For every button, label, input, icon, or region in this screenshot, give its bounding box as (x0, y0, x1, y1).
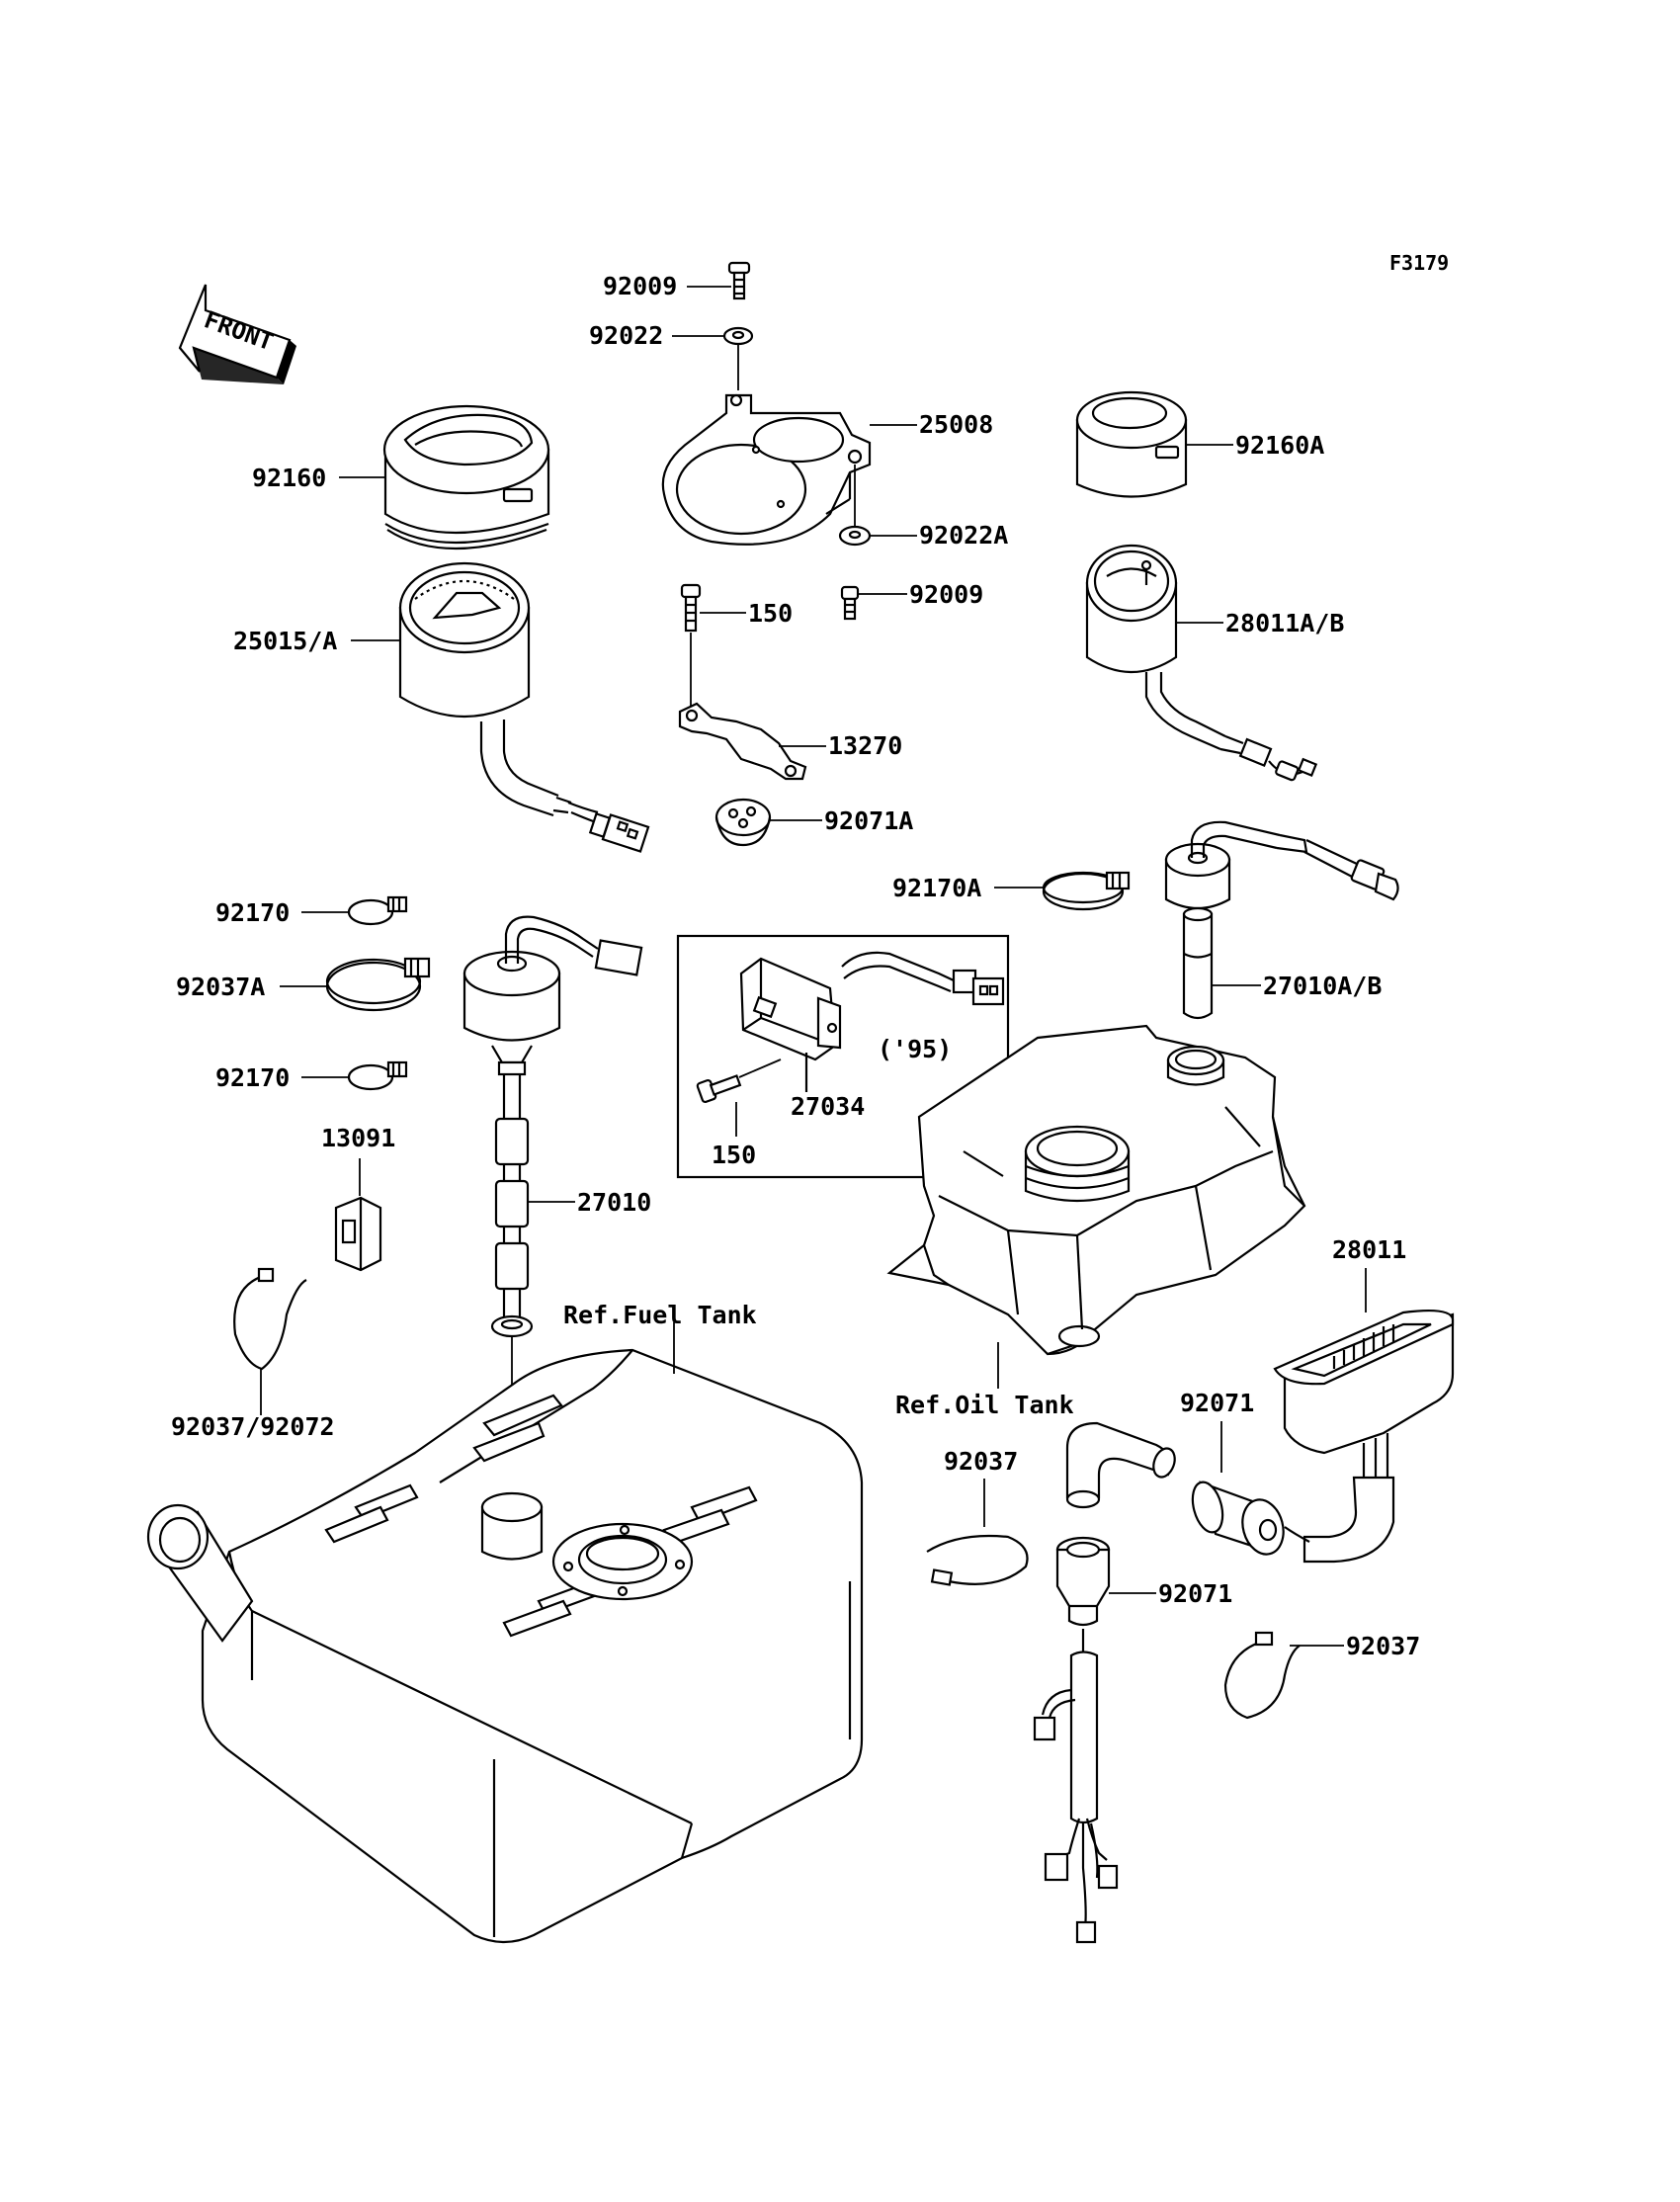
callout-92037A: 92037A (176, 973, 265, 1001)
callout-25008: 25008 (919, 410, 993, 439)
callout-92160A: 92160A (1235, 431, 1324, 460)
cable-tie-92037-right (1223, 1631, 1301, 1720)
callout-13091: 13091 (321, 1124, 395, 1152)
callout-92037-right: 92037 (1346, 1632, 1420, 1660)
figure-code: F3179 (1389, 251, 1449, 275)
callout-92037-mid: 92037 (944, 1447, 1018, 1476)
bolt-150-top (680, 583, 702, 633)
callout-27010AB: 27010A/B (1263, 972, 1382, 1000)
oil-gauge-28011 (1273, 1310, 1455, 1564)
callout-92009-mid: 92009 (909, 580, 983, 609)
oil-sender-27010AB (1164, 820, 1399, 1020)
ref-oil-tank: Ref.Oil Tank (895, 1391, 1074, 1419)
oil-tank (886, 1024, 1306, 1356)
front-arrow-icon: FRONT (178, 284, 296, 384)
callout-92022A: 92022A (919, 521, 1008, 550)
callout-27034: 27034 (791, 1092, 865, 1121)
speedometer-25015A (398, 561, 650, 853)
cable-tie-92037-92072 (233, 1267, 307, 1371)
callout-92170A: 92170A (892, 874, 981, 902)
callout-92071-bottom: 92071 (1158, 1579, 1232, 1608)
oil-hose (1065, 1421, 1176, 1509)
callout-92071-top: 92071 (1180, 1389, 1254, 1417)
part-13091 (334, 1196, 382, 1272)
callout-92071A: 92071A (824, 806, 913, 835)
callout-150-top: 150 (748, 599, 793, 628)
meter-cover-92160 (382, 404, 550, 550)
callout-25015A: 25015/A (233, 627, 337, 655)
bolt-92009-mid (840, 585, 860, 621)
callout-92170-top: 92170 (215, 898, 290, 927)
wiring-harness (1033, 1629, 1119, 1944)
bracket-13270 (678, 702, 807, 781)
clamp-92170A (1042, 871, 1131, 911)
fuel-sender-27010 (462, 915, 643, 1338)
bolt-92009-top (727, 261, 751, 300)
callout-92160: 92160 (252, 464, 326, 492)
cable-tie-92037-mid (926, 1534, 1029, 1586)
ref-fuel-tank: Ref.Fuel Tank (563, 1301, 757, 1329)
clamp-92037A (325, 957, 431, 1012)
callout-150-box: 150 (712, 1141, 756, 1169)
revision-note: ('95) (878, 1035, 952, 1063)
meter-cover-92160A (1075, 390, 1188, 498)
bolt-150-box (696, 1074, 742, 1104)
clamp-92170-top (347, 895, 408, 926)
callout-13270: 13270 (828, 731, 902, 760)
fuel-tank (146, 1348, 864, 1944)
callout-92170-bottom: 92170 (215, 1063, 290, 1092)
callout-92022: 92022 (589, 321, 663, 350)
callout-27010: 27010 (577, 1188, 651, 1217)
washer-92022A (838, 525, 872, 547)
callout-28011: 28011 (1332, 1235, 1406, 1264)
clamp-92170-bottom (347, 1060, 408, 1091)
gauge-28011AB (1085, 544, 1318, 782)
callout-92009-top: 92009 (603, 272, 677, 300)
grommet-92071A (714, 798, 772, 847)
washer-92022 (722, 326, 754, 346)
part-27034 (739, 951, 1005, 1092)
meter-bracket-25008 (661, 393, 872, 546)
grommet-92071-top (1191, 1481, 1310, 1556)
callout-28011AB: 28011A/B (1225, 609, 1344, 637)
callout-92037-92072: 92037/92072 (171, 1412, 335, 1441)
grommet-92071-bottom (1055, 1536, 1111, 1627)
